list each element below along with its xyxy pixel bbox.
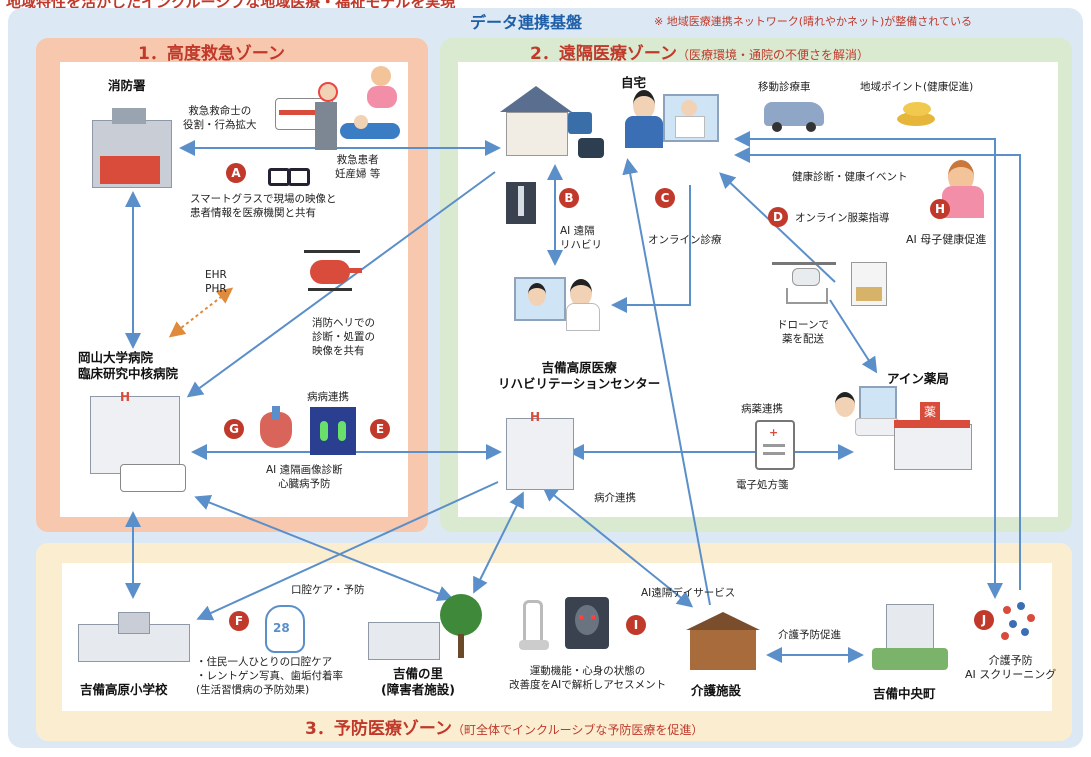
arrow-center-school: [196, 481, 499, 621]
mobile-clinic-van-icon: [764, 98, 826, 132]
patients-label: 救急患者妊産婦 等: [335, 154, 381, 180]
heart-icon: [254, 406, 298, 454]
arrow-care-home: [622, 158, 711, 606]
eprescription-label: 電子処方箋: [736, 479, 789, 491]
arrow-hospital-kibisato: [194, 494, 454, 602]
arrow-home-town-2: [734, 147, 1021, 590]
mobile-clinic-label: 移動診療車: [758, 81, 811, 93]
badge-d: D: [768, 207, 788, 227]
badge-c: C: [655, 188, 675, 208]
eprescription-icon: +: [755, 420, 795, 470]
badge-a: A: [226, 163, 246, 183]
zone1-title: 1．高度救急ゾーン: [138, 44, 285, 64]
zone3-title: 3．予防医療ゾーン: [305, 719, 452, 739]
elementary-school-label: 吉備高原小学校: [80, 682, 168, 697]
home-devices-icon: [566, 104, 626, 160]
dental-label: ・住民一人ひとりの口腔ケア・レントゲン写真、歯垢付着率(生活習慣病の予防効果): [196, 656, 343, 696]
hosp-pharm-label: 病薬連携: [741, 403, 783, 415]
ai-imaging-label: AI 遠隔画像診断心臓病予防: [266, 464, 343, 490]
hosp-care-label: 病介連携: [594, 492, 636, 504]
univ-hospital-icon: H: [84, 390, 186, 494]
kibi-medical-center-icon: H: [502, 410, 576, 490]
smart-glasses-icon: [268, 160, 310, 188]
arrow-ehr-phr: [168, 287, 234, 338]
coins-icon: [893, 98, 941, 128]
paramedic-icon: [315, 82, 338, 152]
univ-hospital-label: 岡山大学病院臨床研究中核病院: [78, 350, 179, 381]
hospital-link-label: 病病連携: [307, 391, 349, 403]
town-office-icon: [872, 604, 950, 674]
mother-baby-icon: [940, 160, 990, 220]
zone2-title-wrap: 2．遠隔医療ゾーン（医療環境・通院の不便さを解消）: [530, 39, 869, 64]
care-facility-label: 介護施設: [691, 683, 742, 698]
badge-b: B: [559, 188, 579, 208]
arrow-home-town-1: [734, 131, 1003, 599]
drone-icon: [772, 260, 838, 306]
ai-day-service-label: AI遠隔デイサービス: [641, 587, 736, 599]
arrow-online-consult: [611, 185, 691, 313]
medicine-pack-icon: [851, 262, 887, 306]
ai-imaging-icon: [310, 407, 356, 455]
drone-label: ドローンで薬を配送: [777, 319, 829, 345]
local-points-label: 地域ポイント(健康促進): [860, 81, 974, 93]
badge-j: J: [974, 610, 994, 630]
tooth-icon: 28: [263, 605, 305, 653]
ai-screening-dots-icon: [997, 600, 1041, 644]
badge-i: I: [626, 615, 646, 635]
helicopter-icon: [300, 250, 362, 298]
top-title: 地域特性を活かしたインクルーシブな地域医療・福祉モデルを実現: [6, 0, 456, 11]
platform-note: ※ 地域医療連携ネットワーク(晴れやかネット)が整備されている: [654, 15, 972, 28]
kibi-sato-label: 吉備の里(障害者施設): [381, 666, 455, 697]
pharmacy-label: アイン薬局: [887, 371, 949, 386]
patient-at-home-icon: [625, 90, 663, 150]
pharmacist-monitor-icon: [835, 386, 899, 438]
platform-title: データ連携基盤: [470, 13, 583, 32]
school-building-icon: [78, 612, 192, 662]
paramedic-label: 救急救命士の役割・行為拡大: [183, 105, 257, 131]
patient-icon: [340, 115, 406, 145]
checkup-label: 健康診断・健康イベント: [792, 171, 908, 183]
zone2-subtitle: （医療環境・通院の不便さを解消）: [676, 48, 869, 62]
home-label: 自宅: [621, 75, 647, 90]
badge-h: H: [930, 199, 950, 219]
house-icon: [500, 86, 572, 156]
fire-station-label: 消防署: [108, 78, 146, 93]
zone3-title-wrap: 3．予防医療ゾーン（町全体でインクルーシブな予防医療を促進）: [305, 714, 703, 739]
rehab-video-icon: [514, 275, 608, 331]
rehab-center-label: 吉備高原医療リハビリテーションセンター: [498, 360, 661, 391]
badge-e: E: [370, 419, 390, 439]
kibi-sato-building-icon: [368, 594, 490, 660]
arrow-drone-pharmacy: [829, 299, 878, 374]
ai-face-scan-icon: [565, 597, 609, 649]
doctor-monitor-icon: [663, 94, 719, 146]
online-consult-label: オンライン診療: [648, 234, 722, 246]
oral-care-label: 口腔ケア・予防: [291, 584, 365, 596]
online-med-label: オンライン服薬指導: [795, 212, 890, 224]
smartglass-label: スマートグラスで現場の映像と患者情報を医療機関と共有: [190, 193, 337, 219]
ai-rehab-icon: [506, 182, 536, 224]
pharmacy-building-icon: 薬: [894, 400, 972, 472]
arrow-home-hospital: [186, 171, 496, 398]
ai-maternal-label: AI 母子健康促進: [906, 233, 987, 246]
ai-rehab-label: AI 遠隔リハビリ: [560, 225, 602, 251]
leg-brace-icon: [513, 600, 553, 654]
motor-label: 運動機能・心身の状態の改善度をAIで解析しアセスメント: [509, 665, 667, 691]
fire-station-icon: [92, 108, 172, 188]
arrow-center-care: [541, 485, 694, 608]
zone3-subtitle: （町全体でインクルーシブな予防医療を促進）: [451, 723, 704, 737]
badge-f: F: [229, 611, 249, 631]
zone2-title: 2．遠隔医療ゾーン: [530, 44, 677, 64]
care-prev-promo-label: 介護予防促進: [778, 629, 841, 641]
badge-g: G: [224, 419, 244, 439]
arrow-center-kibisato: [473, 491, 524, 594]
pregnant-woman-icon: [363, 66, 401, 108]
kibi-chuo-label: 吉備中央町: [873, 686, 936, 701]
care-facility-icon: [686, 612, 760, 672]
heli-label: 消防ヘリでの診断・処置の映像を共有: [312, 317, 375, 357]
